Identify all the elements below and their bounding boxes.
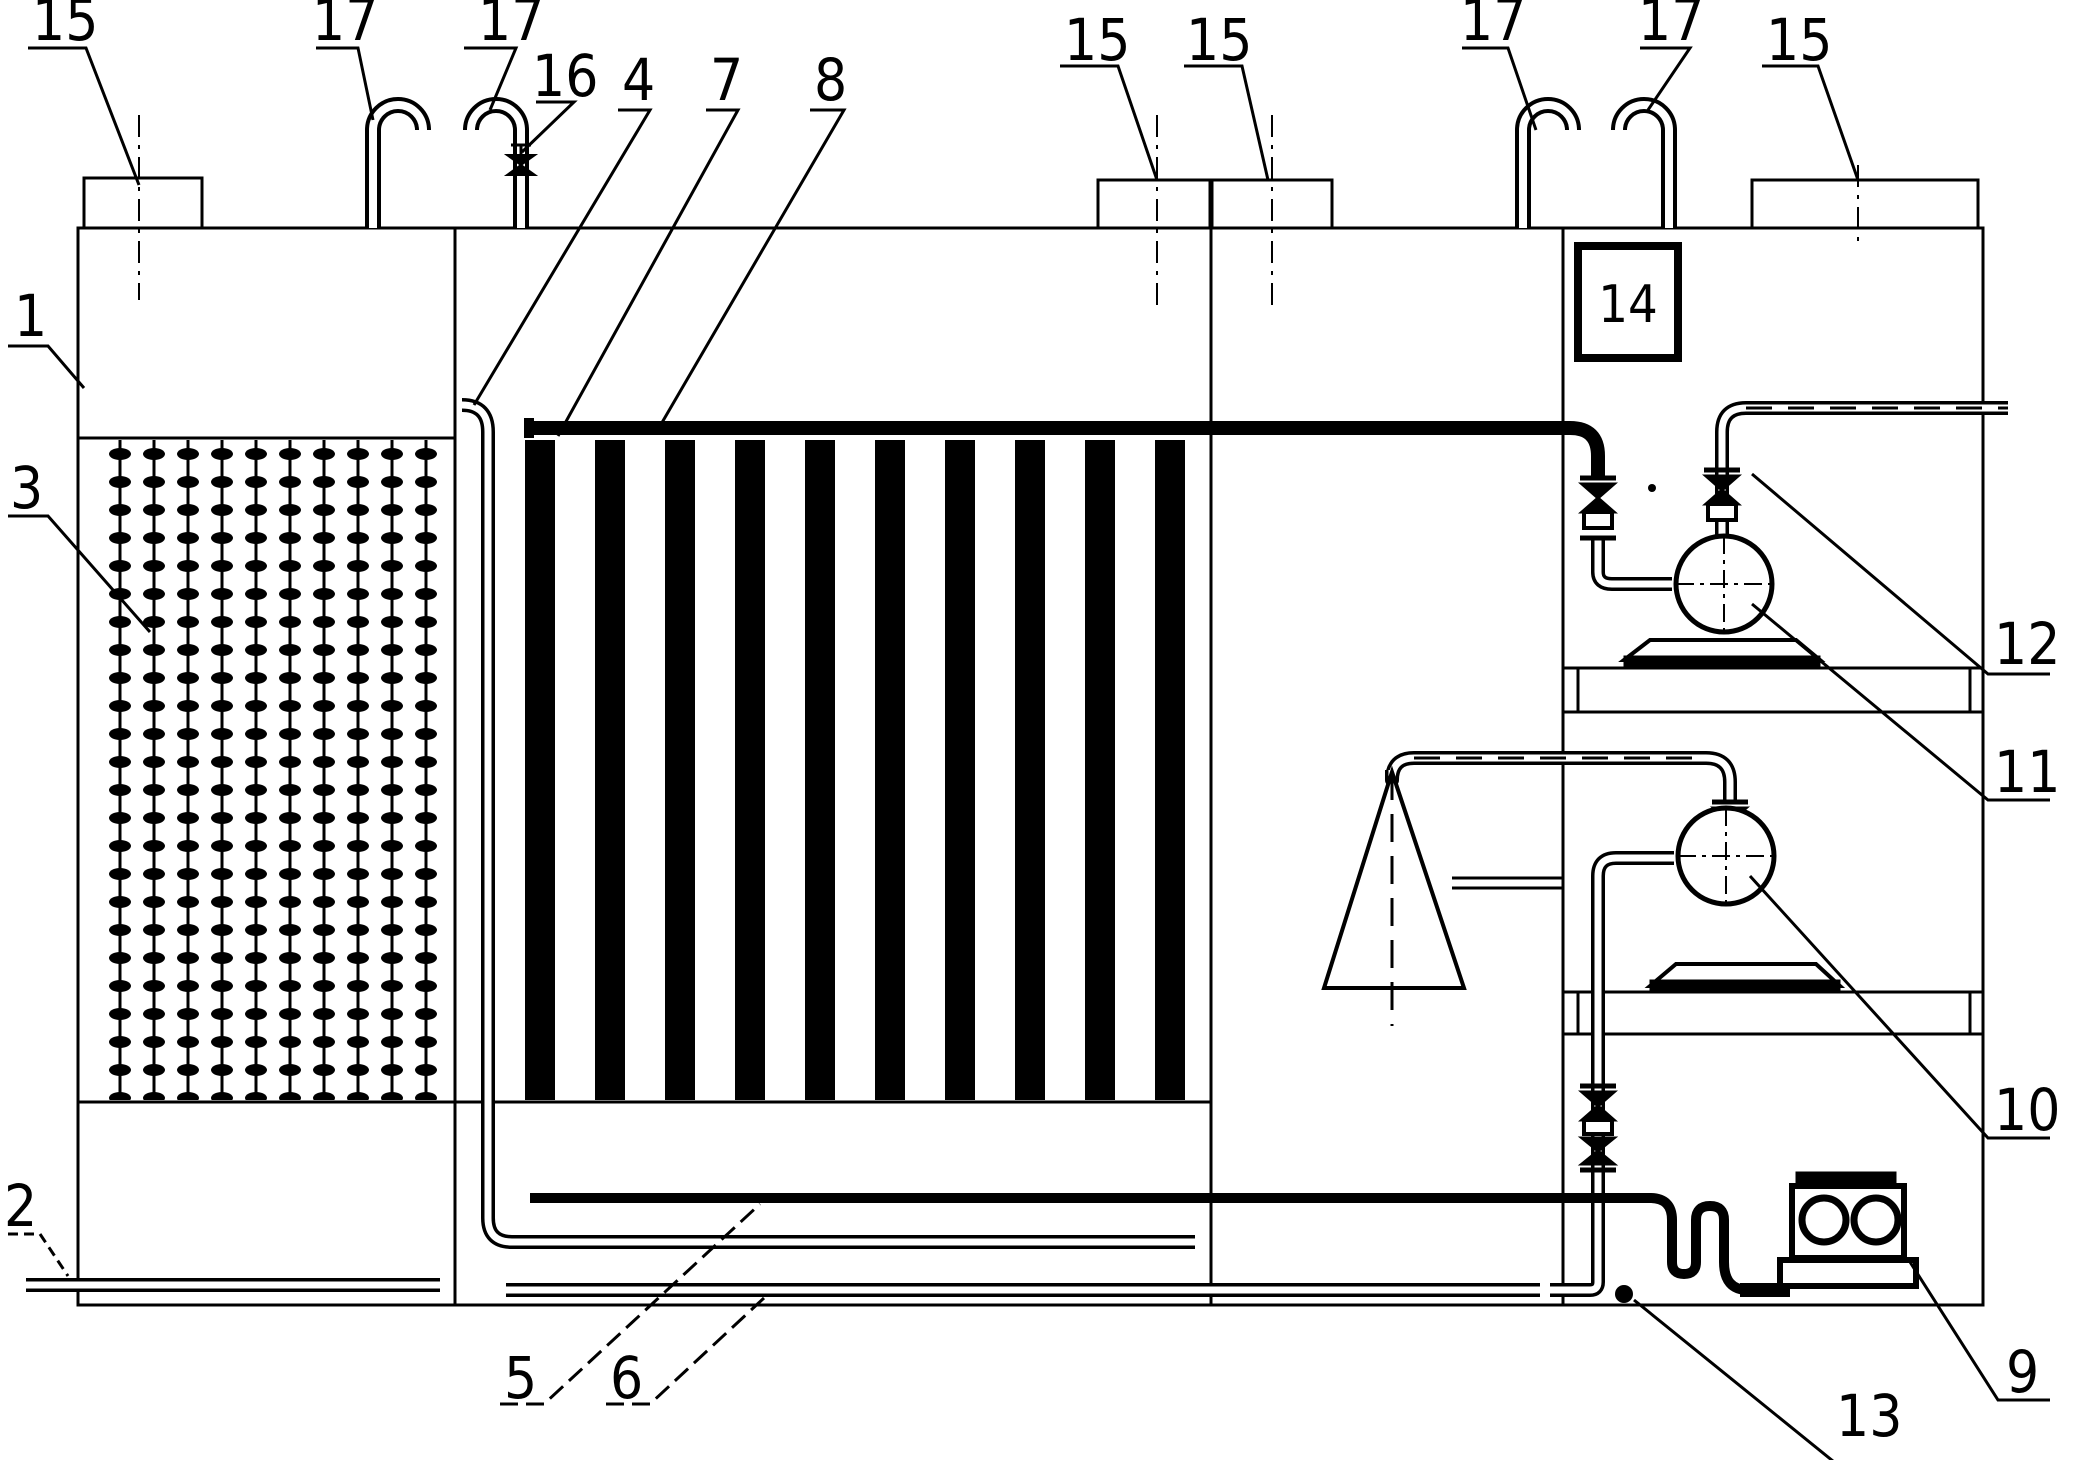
vent-pipe-2	[463, 97, 529, 228]
vent-pipes	[365, 97, 1677, 228]
label-17a: 17	[312, 0, 378, 54]
leader-13	[1633, 1298, 1835, 1460]
leader-10	[1748, 874, 2050, 1140]
label-15c: 15	[1186, 6, 1252, 74]
callout-labels: 15 17 17 16 4 7 8 15 15 17 17 15 1 3 2 5…	[4, 0, 2060, 1450]
label-11: 11	[1994, 738, 2060, 806]
leader-17a	[316, 46, 375, 121]
leader-17c	[1462, 46, 1538, 131]
distributor-cone	[1321, 765, 1563, 1026]
vent-pipe-3	[1515, 97, 1581, 228]
drain-point	[1615, 1285, 1633, 1303]
valve-gauge-dot	[1648, 484, 1656, 492]
leader-15a	[28, 46, 141, 186]
cover-4	[1750, 178, 1980, 230]
leader-3	[8, 514, 152, 633]
vent-pipe-1	[365, 97, 431, 228]
manhole-covers	[82, 115, 1980, 305]
label-15d: 15	[1766, 6, 1832, 74]
bio-media	[103, 440, 443, 1100]
valve-lower-suction	[1577, 1083, 1619, 1173]
vent-pipe-4	[1611, 97, 1677, 228]
media-strings	[118, 440, 428, 1100]
label-17d: 17	[1638, 0, 1704, 54]
label-12: 12	[1994, 610, 2060, 678]
pump-lower-suction	[1550, 851, 1674, 1297]
leader-15c	[1184, 64, 1270, 181]
leader-8	[658, 108, 847, 427]
leader-5	[500, 1202, 762, 1406]
vent-valve	[503, 154, 539, 176]
pump-upper	[1618, 533, 1826, 669]
label-9: 9	[2006, 1338, 2039, 1406]
cover-3	[1210, 178, 1334, 230]
piping	[26, 398, 2008, 1297]
cover-1	[82, 176, 204, 230]
aeration-pipe	[530, 1193, 1749, 1295]
permeate-start-cap	[524, 418, 534, 438]
label-15b: 15	[1064, 6, 1130, 74]
label-3: 3	[10, 454, 43, 522]
valve-upper-discharge	[1702, 467, 1742, 522]
leader-17b	[464, 46, 519, 111]
label-14: 14	[1598, 275, 1658, 335]
pump-upper-discharge	[1715, 401, 2008, 536]
leader-2	[8, 1232, 70, 1277]
label-10: 10	[1994, 1076, 2060, 1144]
leader-7	[556, 108, 741, 437]
leader-15d	[1762, 64, 1860, 181]
tank-structure	[76, 226, 1985, 1307]
leader-12	[1751, 472, 2050, 676]
controller-box: 14	[1574, 242, 1682, 362]
label-5: 5	[504, 1344, 537, 1412]
label-6: 6	[610, 1344, 643, 1412]
valve-permeate	[1578, 475, 1618, 541]
label-17b: 17	[478, 0, 544, 54]
leader-17d	[1640, 46, 1693, 111]
membrane-module	[525, 440, 1185, 1100]
pump-upper-suction	[1591, 540, 1672, 591]
label-15a: 15	[32, 0, 98, 54]
label-17c: 17	[1460, 0, 1526, 54]
cover-2	[1096, 178, 1212, 230]
leader-9	[1908, 1261, 2050, 1402]
leader-1	[8, 344, 86, 389]
leader-11	[1751, 602, 2050, 802]
pump-lower	[1644, 805, 1846, 993]
label-16: 16	[532, 42, 598, 110]
label-7: 7	[710, 46, 743, 114]
backwash-pipe	[1385, 751, 1737, 802]
tank-outline	[76, 226, 1985, 1307]
label-8: 8	[814, 46, 847, 114]
leader-lines	[8, 46, 2050, 1460]
permeate-pipe	[528, 421, 1605, 478]
leader-6	[606, 1296, 766, 1406]
label-2: 2	[4, 1172, 37, 1240]
blower	[1777, 1171, 1919, 1289]
leader-16	[520, 100, 578, 154]
leader-15b	[1060, 64, 1159, 181]
label-13: 13	[1836, 1382, 1902, 1450]
label-1: 1	[14, 282, 47, 350]
label-4: 4	[622, 46, 655, 114]
leader-4	[472, 108, 653, 406]
